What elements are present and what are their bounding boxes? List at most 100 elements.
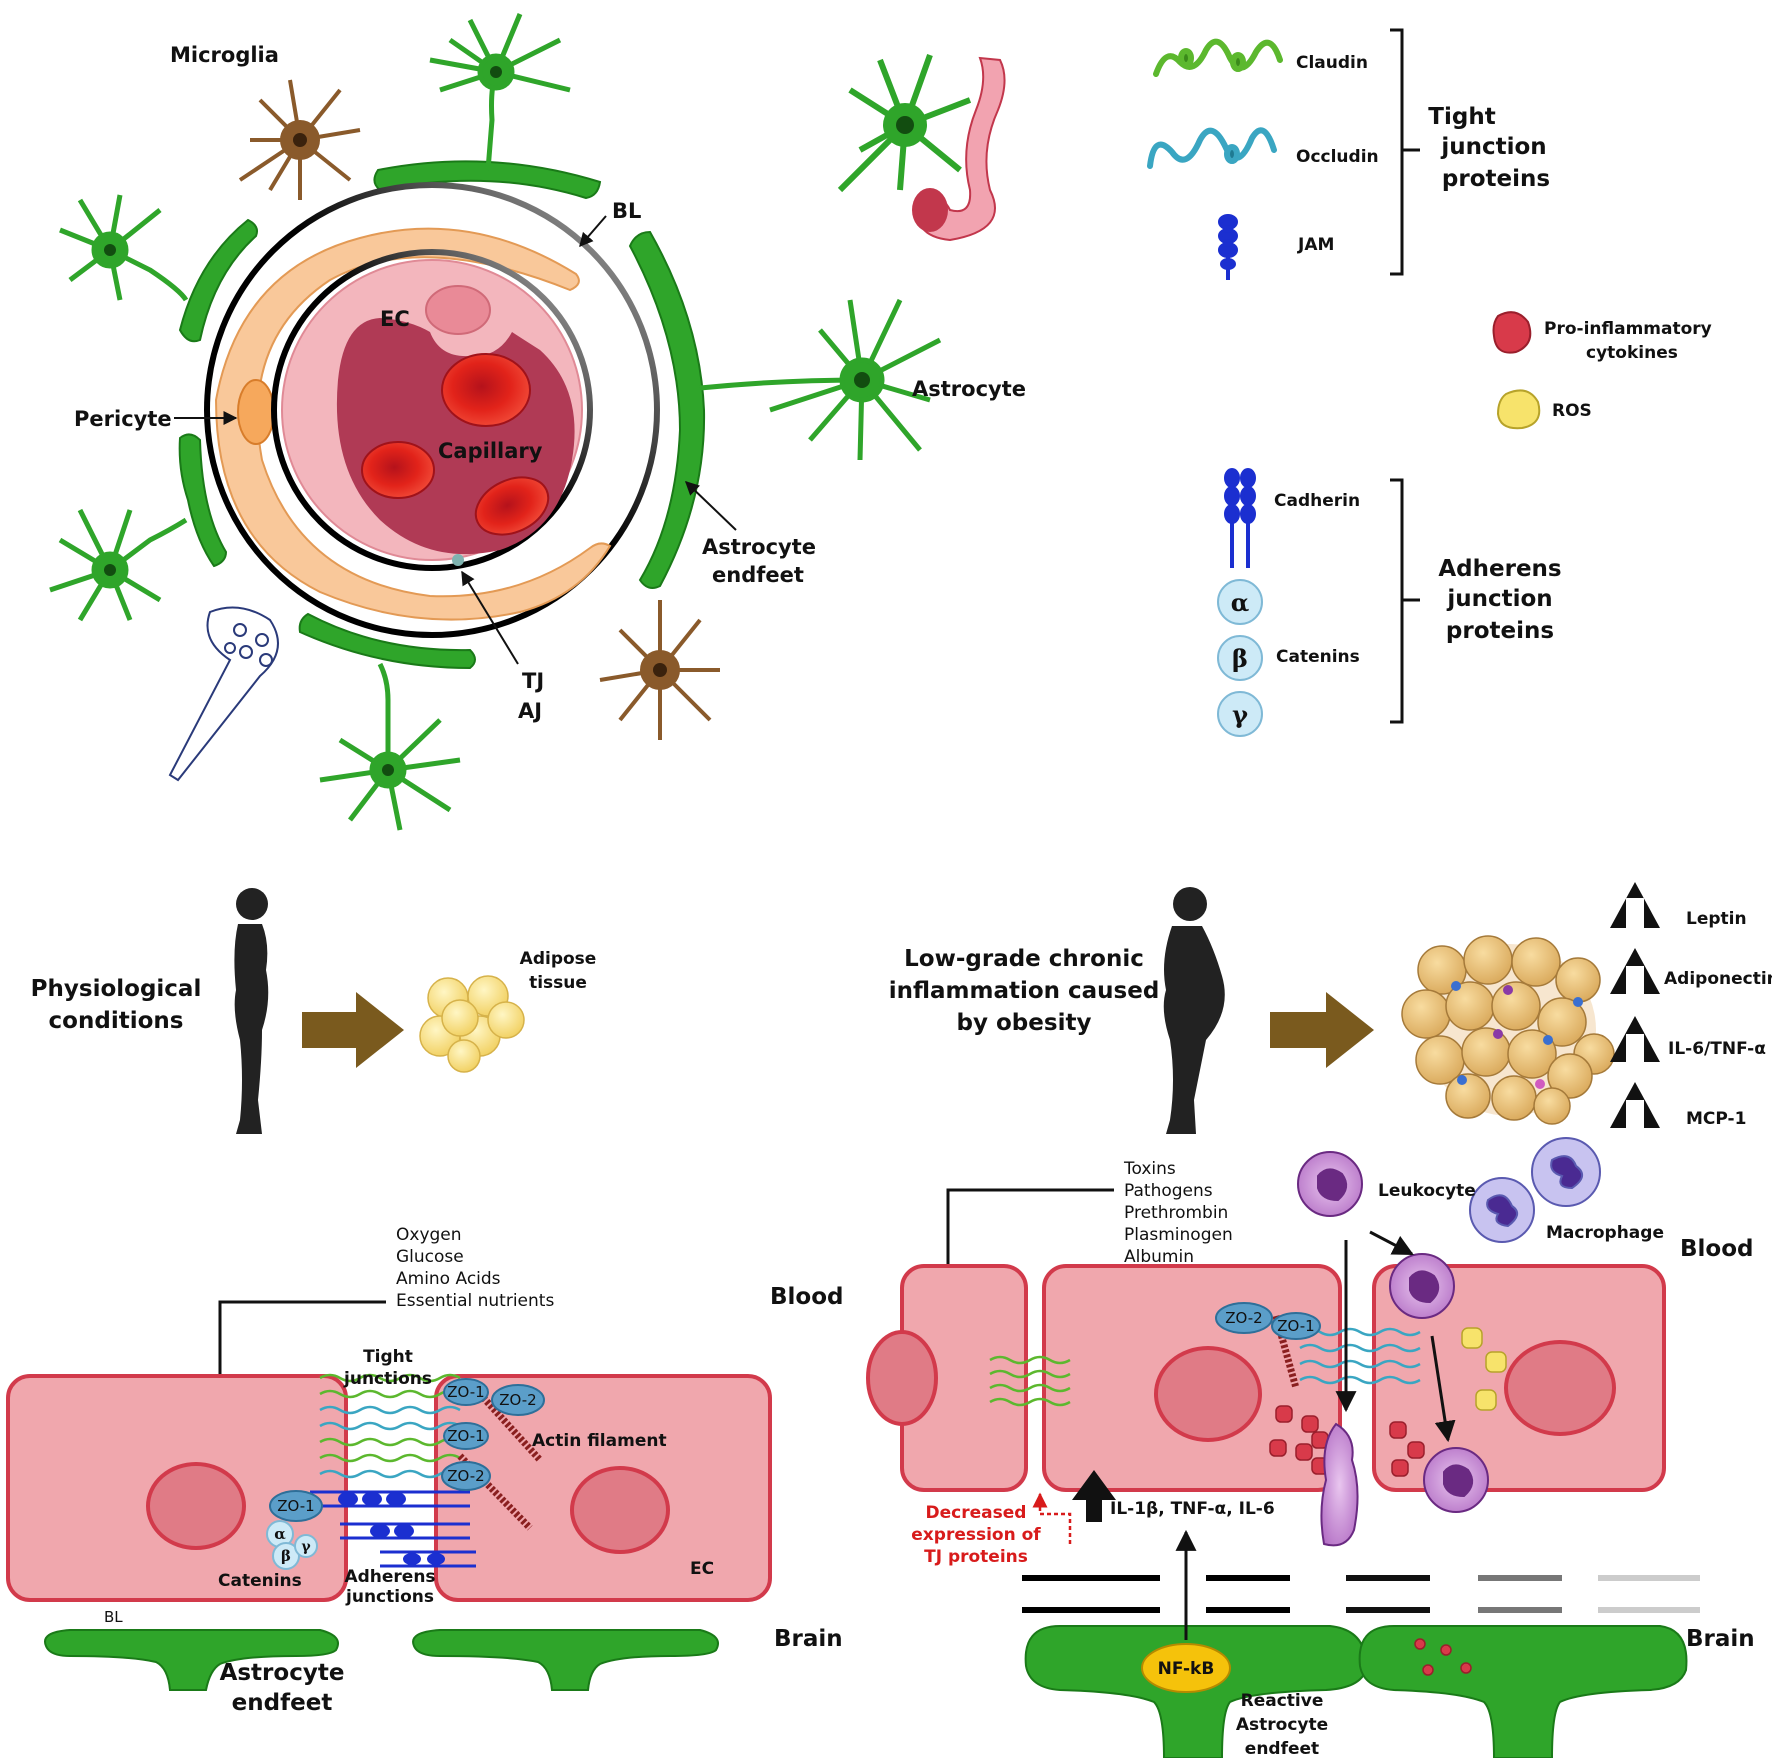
basal-lamina-inner xyxy=(271,249,593,571)
toxins-list: Toxins Pathogens Prethrombin Plasminogen… xyxy=(1123,1159,1233,1267)
adipose-label-2: tissue xyxy=(529,973,587,993)
nutrient-3: Amino Acids xyxy=(396,1269,501,1289)
slim-person-icon xyxy=(234,888,269,1134)
occludin-icon xyxy=(1147,127,1277,169)
zo2-b: ZO-2 xyxy=(447,1467,484,1485)
tj-bracket xyxy=(1390,28,1420,276)
nutrient-2: Glucose xyxy=(396,1247,464,1267)
obese-nucleus-3 xyxy=(1504,1340,1616,1436)
pericyte-nucleus xyxy=(237,379,275,445)
ros-cluster xyxy=(1461,1327,1507,1411)
sparse-claudin xyxy=(989,1355,1071,1407)
lowgrade-1: Low-grade chronic xyxy=(904,946,1144,972)
zo1-b: ZO-1 xyxy=(447,1427,484,1445)
reactive-endfeet xyxy=(1024,1625,1688,1758)
label-astrocyte-endfeet-1: Astrocyte xyxy=(702,535,816,559)
label-tj: TJ xyxy=(522,669,544,693)
legend-jam: JAM xyxy=(1297,235,1334,255)
toxin-1: Toxins xyxy=(1123,1159,1176,1179)
legend-gamma: γ xyxy=(1232,700,1248,729)
aj-bracket xyxy=(1390,478,1420,724)
obesity-panel: Low-grade chronic inflammation caused by… xyxy=(866,882,1772,1758)
nfkb-marker xyxy=(1141,1643,1231,1693)
claudin-icon xyxy=(1153,38,1283,77)
brain-label-left: Brain xyxy=(774,1626,843,1652)
capillary-cross-section: Microglia BL EC Capillary Pericyte Astro… xyxy=(49,13,1026,831)
cytokines-cluster xyxy=(1269,1405,1425,1477)
tight-junction-point xyxy=(452,554,464,566)
decreased-3: TJ proteins xyxy=(924,1547,1028,1567)
leukocytes xyxy=(1297,1151,1489,1547)
astrocyte-endfeet-left xyxy=(44,1629,719,1691)
decreased-2: expression of xyxy=(911,1525,1041,1545)
basal-lamina-outer xyxy=(204,182,660,638)
astrocyte-bottom xyxy=(319,662,461,831)
legend-occludin: Occludin xyxy=(1296,147,1379,167)
zo-proteins-left xyxy=(269,1378,545,1522)
legend-ros: ROS xyxy=(1552,401,1592,421)
macrophages xyxy=(1469,1137,1601,1243)
cadherin-icon xyxy=(1224,468,1256,568)
astrocyte-left-top xyxy=(59,194,189,302)
astrocyte-vessel-icon xyxy=(837,53,1006,242)
toxin-2: Pathogens xyxy=(1124,1181,1213,1201)
legend: Claudin Occludin JAM Tight junction prot… xyxy=(1147,28,1712,737)
ec-label-left: EC xyxy=(690,1559,714,1579)
lowgrade-3: by obesity xyxy=(957,1010,1092,1036)
legend-alpha: α xyxy=(1231,588,1249,617)
brain-label-right: Brain xyxy=(1686,1626,1755,1652)
astrocyte-left-bottom xyxy=(49,508,188,622)
decreased-1: Decreased xyxy=(926,1503,1027,1523)
legend-ajp-2: junction xyxy=(1446,586,1552,612)
nfkb-label: NF-kB xyxy=(1158,1659,1215,1679)
up-arrows xyxy=(1610,882,1660,1128)
blood-label-left: Blood xyxy=(770,1284,843,1310)
label-astrocyte: Astrocyte xyxy=(912,377,1026,401)
lowgrade-2: inflammation caused xyxy=(889,978,1160,1004)
label-pericyte: Pericyte xyxy=(74,407,172,431)
zo1-c: ZO-1 xyxy=(277,1497,314,1515)
legend-catenins: Catenins xyxy=(1276,647,1360,667)
tight-label-2: junctions xyxy=(343,1369,432,1389)
label-astrocyte-endfeet-2: endfeet xyxy=(712,563,804,587)
endfeet-cytokines xyxy=(1414,1638,1472,1676)
pericyte-body xyxy=(214,227,612,621)
endfeet-arcs xyxy=(178,160,706,670)
catenins-cluster xyxy=(266,1520,318,1570)
red-blood-cells xyxy=(361,353,550,536)
zo1-a: ZO-1 xyxy=(447,1383,484,1401)
endfeet-label-1: Astrocyte xyxy=(220,1660,345,1686)
cat-gamma: γ xyxy=(301,1539,311,1555)
astrocyte-top xyxy=(429,13,571,171)
toxin-4: Plasminogen xyxy=(1124,1225,1233,1245)
phys-label-1: Physiological xyxy=(31,976,202,1002)
legend-tjp-1: Tight xyxy=(1428,104,1495,130)
nutrient-1: Oxygen xyxy=(396,1225,462,1245)
legend-proinf-1: Pro-inflammatory xyxy=(1544,319,1712,339)
obese-zo2: ZO-2 xyxy=(1225,1309,1262,1327)
adipose-inflamed xyxy=(1401,935,1615,1125)
adherens-label-2: junctions xyxy=(345,1587,434,1607)
label-capillary: Capillary xyxy=(438,439,543,463)
label-bl: BL xyxy=(612,199,641,223)
label-ec: EC xyxy=(380,307,410,331)
catenins-label: Catenins xyxy=(218,1571,302,1591)
nucleus-right xyxy=(570,1466,670,1554)
macrophage-label: Macrophage xyxy=(1546,1223,1664,1243)
astrocyte-right xyxy=(699,298,942,461)
adipose-label-1: Adipose xyxy=(520,949,597,969)
zo2-a: ZO-2 xyxy=(499,1391,536,1409)
tight-label-1: Tight xyxy=(363,1347,413,1367)
legend-ajp-3: proteins xyxy=(1446,618,1554,644)
blood-label-right: Blood xyxy=(1680,1236,1753,1262)
legend-proinf-2: cytokines xyxy=(1586,343,1678,363)
marker-leptin: Leptin xyxy=(1686,909,1747,929)
obese-nucleus-2 xyxy=(1154,1346,1262,1442)
toxin-3: Prethrombin xyxy=(1124,1203,1228,1223)
toxin-5: Albumin xyxy=(1124,1247,1194,1267)
reactive-label-1: Reactive xyxy=(1241,1691,1324,1711)
adipose-small xyxy=(419,975,525,1073)
ec-nucleus xyxy=(425,285,491,335)
leukocyte-label: Leukocyte xyxy=(1378,1181,1476,1201)
